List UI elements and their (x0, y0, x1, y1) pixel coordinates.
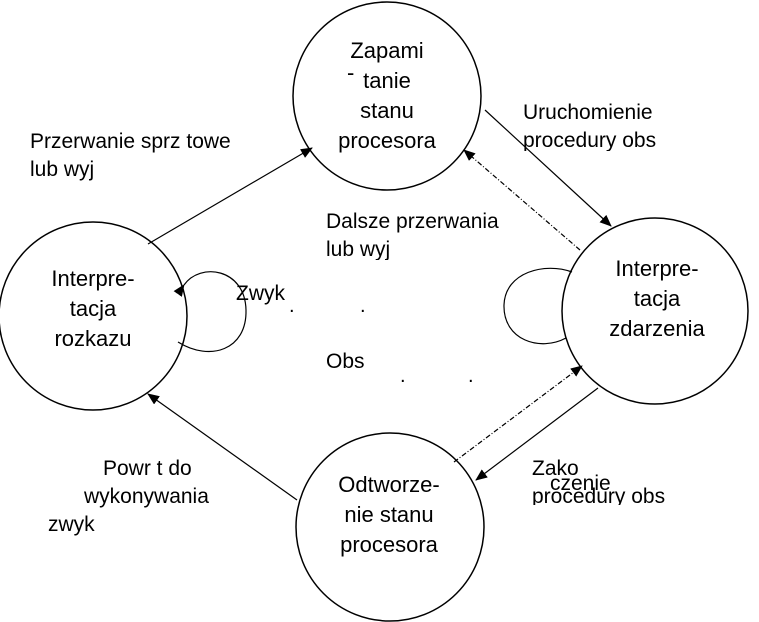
label-przerwanie: Przerwanie sprz towe lub wyj (30, 128, 290, 190)
node-odtworzenie-line2: nie stanu (344, 502, 434, 527)
label-zakonczenie-lower: czenie (532, 473, 732, 505)
label-przerwanie-line1: Przerwanie sprz towe (30, 130, 231, 153)
arrow-dalsze-przerwania (463, 149, 581, 251)
label-zakonczenie: Zako (532, 455, 732, 505)
node-zdarzenia-line3: zdarzenia (609, 316, 705, 341)
node-zdarzenia-line1: Interpre- (615, 256, 699, 281)
node-zapamietanie-line4: procesora (338, 128, 436, 153)
label-dalsze-przerwania: Dalsze przerwania lub wyj (326, 208, 546, 260)
node-odtworzenie-line1: Odtworze- (338, 472, 440, 497)
label-dalsze-line1: Dalsze przerwania (326, 210, 499, 233)
node-circle-odtworzenie (295, 432, 485, 622)
label-zakonczenie-line2: czenie (550, 473, 611, 495)
label-zakonczenie-line3: procedury obs (532, 485, 666, 505)
node-zapamietanie-line1: Zapami (350, 38, 424, 63)
label-uruchomienie-line2: procedury obs (523, 129, 657, 151)
self-loop-zdarzenia (503, 267, 573, 345)
node-rozkazu-line1: Interpre- (51, 266, 135, 291)
arrow-zakonczenie (475, 387, 599, 481)
node-zapamietanie-label: Zapami - tanie stanu procesora (317, 36, 457, 156)
label-powrot-line3: zwyk (48, 513, 95, 536)
arrow-odtworzenie-zdarzenie (453, 365, 583, 463)
node-zapamietanie-line2: - tanie (317, 60, 457, 96)
label-dalsze-line2: lub wyj (326, 238, 391, 260)
dot-mark-3: . (400, 365, 406, 387)
label-przerwanie-line2: lub wyj (30, 158, 95, 181)
label-zwyk-text: Zwyk (236, 282, 285, 305)
label-zakonczenie-line1: Zako (532, 457, 579, 480)
label-powrot-line1: Powr t do (103, 457, 192, 480)
node-zapamietanie-line3: stanu (360, 98, 414, 123)
node-circle-interpretacja-zdarzenia (561, 217, 749, 405)
dot-mark-4: . (468, 365, 474, 387)
node-interpretacja-zdarzenia-label: Interpre- tacja zdarzenia (587, 254, 727, 344)
label-uruchomienie: Uruchomienie procedury obs (523, 99, 753, 151)
node-rozkazu-line3: rozkazu (54, 326, 132, 351)
node-rozkazu-line2: tacja (69, 296, 117, 321)
label-zwyk: Zwyk (236, 280, 316, 308)
node-interpretacja-rozkazu-label: Interpre- tacja rozkazu (23, 264, 163, 354)
node-circle-zapamietanie (292, 1, 482, 191)
label-powrot: Powr t do wykonywania zwyk (48, 455, 248, 539)
node-zapamietanie-line2-text: tanie (363, 68, 411, 93)
label-powrot-line2: wykonywania (84, 485, 209, 508)
self-loop-rozkazu (173, 271, 247, 352)
label-obs: Obs (326, 348, 406, 376)
label-obs-text: Obs (326, 350, 365, 373)
dot-mark-1: . (289, 295, 295, 317)
node-circle-interpretacja-rozkazu (0, 221, 188, 411)
node-zdarzenia-line2: tacja (633, 286, 681, 311)
node-zapamietanie-dash: - (347, 60, 355, 85)
node-odtworzenie-label: Odtworze- nie stanu procesora (319, 470, 459, 560)
arrow-przerwanie (147, 147, 313, 245)
label-zakonczenie-bottom: procedury obs (532, 485, 732, 505)
arrow-powrot (147, 393, 298, 501)
dot-mark-2: . (360, 295, 366, 317)
label-uruchomienie-line1: Uruchomienie (523, 101, 653, 124)
node-odtworzenie-line3: procesora (340, 532, 438, 557)
arrow-uruchomienie (484, 109, 612, 227)
